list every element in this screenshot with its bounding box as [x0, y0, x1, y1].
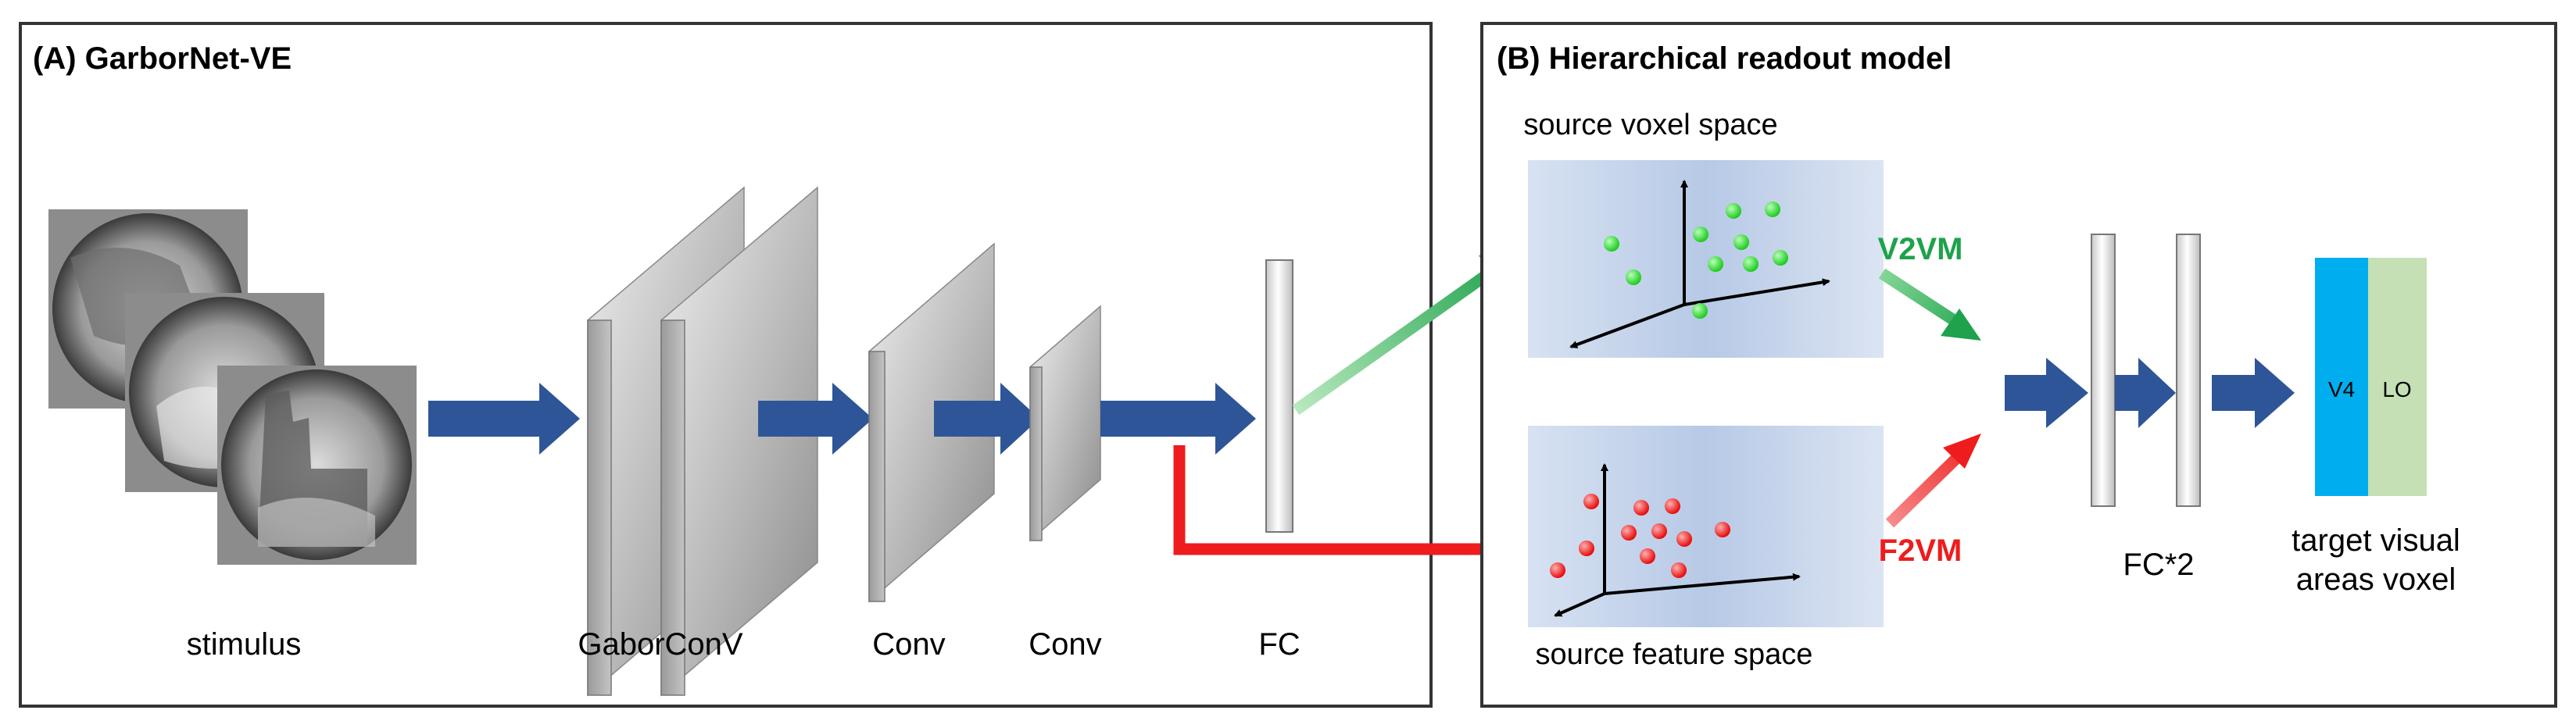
- v2vm-label: V2VM: [1878, 232, 1963, 266]
- feature-space-plot: [1528, 426, 1884, 627]
- fc-layer: [1265, 259, 1293, 533]
- target-caption-line1: target visual: [2292, 523, 2460, 558]
- feature-points: [1550, 494, 1730, 578]
- fc2-layer-1: [2091, 234, 2116, 507]
- arrow-conv2-to-fc: [1100, 383, 1256, 455]
- arrow-gabor-to-conv1: [758, 383, 873, 455]
- stimulus-image-3: [217, 366, 417, 565]
- conv1-layer: [868, 242, 995, 603]
- f2vm-arrow: [1885, 434, 1981, 528]
- v4-area: [2315, 258, 2368, 496]
- stimulus-label: stimulus: [187, 627, 302, 662]
- voxel-points: [1604, 202, 1788, 319]
- v2vm-arrow: [1878, 268, 1981, 341]
- voxel-space-label: source voxel space: [1523, 109, 1777, 141]
- target-visual-areas: V4 LO: [2315, 258, 2427, 496]
- panel-a-title: (A) GarborNet-VE: [33, 41, 292, 76]
- fc2-label: FC*2: [2123, 548, 2194, 582]
- arrow-stimulus-to-gabor: [428, 383, 580, 455]
- gabor-conv-layer: [587, 186, 818, 697]
- arrow-between-fc2: [2115, 358, 2176, 428]
- panel-b-title: (B) Hierarchical readout model: [1497, 41, 1952, 76]
- conv2-label: Conv: [1029, 627, 1101, 662]
- lo-label: LO: [2382, 377, 2411, 401]
- arrow-to-target: [2212, 358, 2295, 428]
- stimulus-images: [48, 209, 417, 565]
- conv2-layer: [1029, 305, 1101, 542]
- arrow-conv1-to-conv2: [934, 383, 1039, 455]
- lo-area: [2368, 258, 2427, 496]
- feature-space-label: source feature space: [1536, 638, 1813, 671]
- v4-label: V4: [2328, 377, 2355, 401]
- fc-label: FC: [1258, 627, 1300, 662]
- gabor-conv-label: GaborConV: [578, 627, 743, 662]
- conv1-label: Conv: [872, 627, 945, 662]
- voxel-space-plot: [1528, 160, 1884, 358]
- arrow-into-fc2: [2005, 358, 2088, 428]
- target-caption-line2: areas voxel: [2296, 562, 2456, 597]
- f2vm-label: F2VM: [1879, 534, 1962, 568]
- fc2-layer-2: [2176, 234, 2201, 507]
